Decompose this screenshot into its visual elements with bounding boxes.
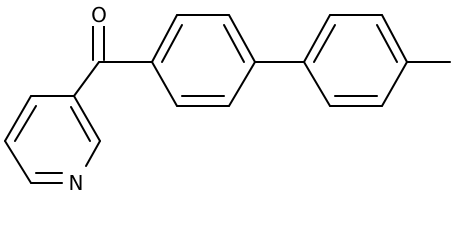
pyridine-bond (4, 95, 32, 142)
tolyl-bond (303, 61, 331, 107)
nitrogen-atom-label: N (69, 171, 84, 195)
pyridine-bond (4, 140, 32, 184)
pyridine-bond (85, 140, 101, 167)
phenyl-bond (151, 14, 178, 63)
nitrogen-label-background (64, 171, 88, 195)
tolyl-double-bond (313, 24, 336, 63)
pyridine-double-bond (70, 106, 91, 142)
central-phenyl-ring (151, 14, 256, 107)
pyridine-double-bond (14, 105, 37, 142)
pyridine-bond (73, 95, 101, 142)
phenyl-bond (151, 61, 178, 107)
tolyl-bond (381, 14, 408, 63)
tolyl-bond (381, 61, 408, 107)
phenyl-double-bond (161, 24, 183, 63)
tolyl-ring (303, 14, 408, 107)
tolyl-bond (303, 14, 331, 63)
phenyl-double-bond (223, 24, 245, 63)
phenyl-bond (228, 61, 256, 107)
pyridine-ring (4, 95, 101, 184)
carbonyl-pyridine-bond (73, 61, 100, 97)
phenyl-bond (228, 14, 256, 63)
tolyl-double-bond (376, 24, 398, 63)
oxygen-atom-label: O (91, 3, 107, 27)
oxygen-label-background (88, 4, 110, 26)
molecule-structure-diagram: O N (4, 3, 451, 195)
